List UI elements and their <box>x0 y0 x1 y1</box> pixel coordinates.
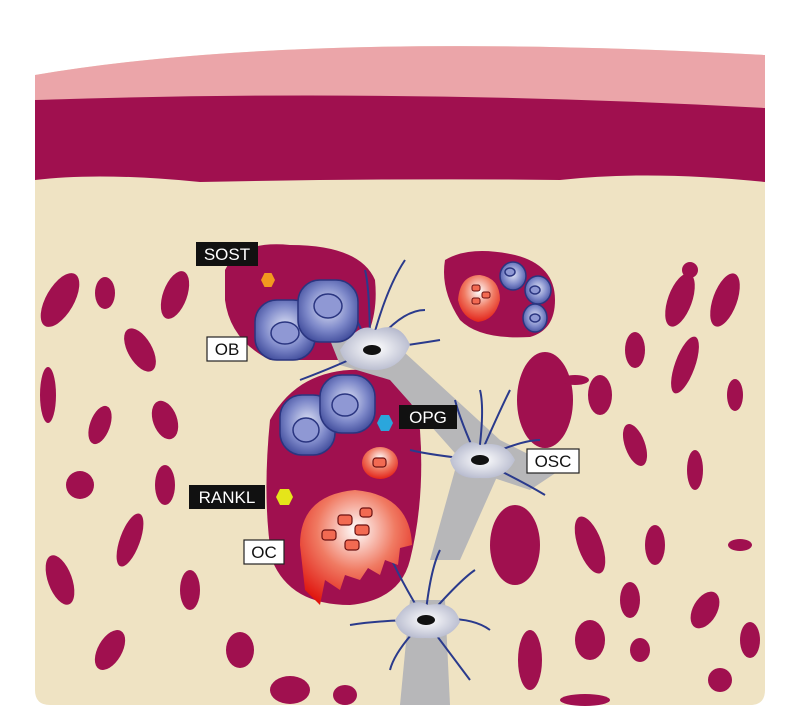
svg-text:SOST: SOST <box>204 245 250 264</box>
label-oc: OC <box>243 539 285 565</box>
svg-text:OSC: OSC <box>535 452 572 471</box>
osteocyte-nucleus <box>471 455 489 465</box>
osteoclast <box>300 275 500 605</box>
svg-text:OB: OB <box>215 340 240 359</box>
label-sost: SOST <box>196 242 258 266</box>
svg-text:RANKL: RANKL <box>199 488 256 507</box>
osteocyte-nucleus <box>417 615 435 625</box>
label-osc: OSC <box>526 448 580 474</box>
svg-text:OC: OC <box>251 543 277 562</box>
label-ob: OB <box>206 336 248 362</box>
osteocyte-nucleus <box>363 345 381 355</box>
cortical-bone-layer <box>35 95 765 182</box>
label-opg: OPG <box>399 405 457 429</box>
osteoblast-cluster <box>254 261 552 456</box>
bone-lacunae <box>40 262 760 706</box>
sost-molecule-icon <box>261 273 275 287</box>
rankl-molecule-icon <box>276 489 293 505</box>
periosteum-layer <box>35 46 765 110</box>
osteocyte <box>340 327 515 639</box>
svg-text:OPG: OPG <box>409 408 447 427</box>
label-rankl: RANKL <box>189 485 265 509</box>
opg-molecule-icon <box>377 415 393 431</box>
